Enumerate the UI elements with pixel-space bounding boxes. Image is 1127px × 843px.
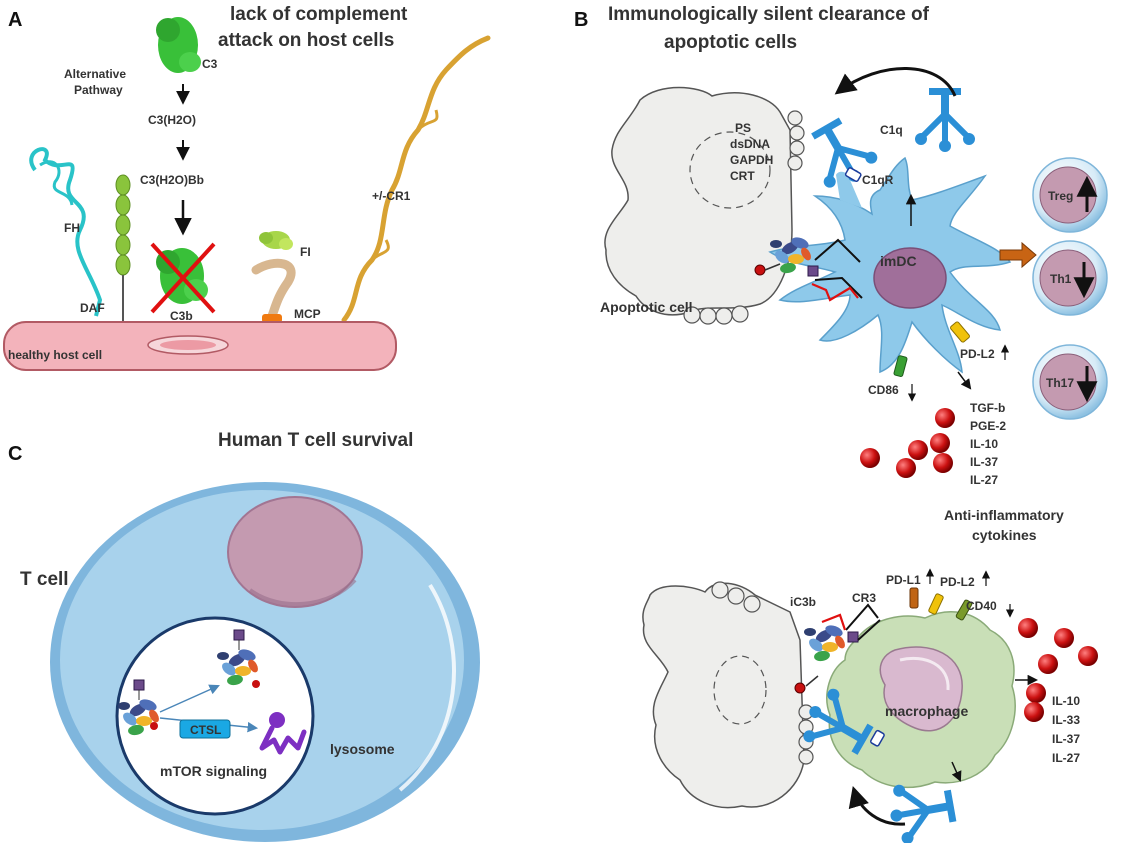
th17-cell: Th17 xyxy=(1032,344,1108,420)
ctsl-badge xyxy=(179,719,231,739)
panel-b-title-line2: apoptotic cells xyxy=(664,32,797,53)
cr3-label: CR3 xyxy=(852,591,876,605)
ic3b-label: iC3b xyxy=(790,595,816,609)
cytokine-il37-2: IL-37 xyxy=(1052,732,1080,746)
fh-label: FH xyxy=(64,221,80,235)
c1q-label: C1q xyxy=(880,123,903,137)
mcp-label: MCP xyxy=(294,307,321,321)
cr1-label: +/-CR1 xyxy=(372,189,411,203)
c1q-free-icon xyxy=(915,88,975,152)
panel-b: B Immunologically silent clearance of ap… xyxy=(574,4,1108,543)
panel-a: A lack of complement attack on host cell… xyxy=(3,4,491,371)
imdc-nucleus xyxy=(873,247,947,309)
c1q-recycle-arrow-2 xyxy=(848,785,906,826)
cytokine-tgfb: TGF-b xyxy=(970,401,1005,415)
fi-protein-icon xyxy=(259,231,293,250)
imdc-label: imDC xyxy=(880,253,917,269)
signal-dsdna: dsDNA xyxy=(730,137,770,151)
fi-label: FI xyxy=(300,245,311,259)
host-cell-label: healthy host cell xyxy=(8,348,102,362)
th17-label: Th17 xyxy=(1046,376,1074,390)
anti-inflammatory-line1: Anti-inflammatory xyxy=(944,507,1064,523)
panel-a-letter: A xyxy=(8,9,22,31)
fh-protein-icon xyxy=(29,147,103,317)
panel-a-title-line1: lack of complement xyxy=(230,4,408,25)
lysosome xyxy=(115,616,315,816)
mcp-protein-icon xyxy=(251,258,296,321)
macrophage-label: macrophage xyxy=(885,703,968,719)
treg-label: Treg xyxy=(1048,189,1073,203)
pdl2-label: PD-L2 xyxy=(960,347,995,361)
apoptotic-cell-label: Apoptotic cell xyxy=(600,299,693,315)
c1qr-label: C1qR xyxy=(862,173,894,187)
cd40-marker-icon xyxy=(955,599,973,621)
cytokine-il33: IL-33 xyxy=(1052,713,1080,727)
panel-c-title: Human T cell survival xyxy=(218,430,413,451)
cytokine-il27-2: IL-27 xyxy=(1052,751,1080,765)
apoptotic-cell-2 xyxy=(642,582,805,809)
panel-macrophage: macrophage iC3b CR3 PD-L1 PD-L2 CD40 xyxy=(642,568,1098,843)
mtor-protein-icon xyxy=(259,712,307,755)
pdl2-marker-icon xyxy=(950,321,970,343)
cytokine-il10: IL-10 xyxy=(970,437,998,451)
pdl2-label-2: PD-L2 xyxy=(940,575,975,589)
c1q-recycle-arrow xyxy=(834,67,957,97)
cytokine-il37: IL-37 xyxy=(970,455,998,469)
c3b-label: C3b xyxy=(170,309,193,323)
cd86-label: CD86 xyxy=(868,383,899,397)
c1qr-receptor-icon-2 xyxy=(870,729,885,747)
panel-c: C Human T cell survival T cell lysosome … xyxy=(8,430,480,842)
cd86-marker-icon xyxy=(893,355,908,378)
cd40-label: CD40 xyxy=(966,599,997,613)
c3-protein-icon xyxy=(156,17,201,73)
panel-c-letter: C xyxy=(8,443,22,465)
alternative-pathway-line1: Alternative xyxy=(64,67,126,81)
t-cell-label: T cell xyxy=(20,569,69,590)
th1-cell: Th1 xyxy=(1032,240,1108,316)
pdl1-label: PD-L1 xyxy=(886,573,921,587)
signal-crt: CRT xyxy=(730,169,755,183)
cytokine-molecules-b xyxy=(860,408,955,478)
c3-label: C3 xyxy=(202,57,218,71)
daf-protein-icon xyxy=(115,174,131,325)
panel-a-title-line2: attack on host cells xyxy=(218,30,394,51)
ctsl-label: CTSL xyxy=(190,723,221,737)
panel-b-letter: B xyxy=(574,9,588,31)
lysosome-label: lysosome xyxy=(330,741,395,757)
t-cell-nucleus xyxy=(227,496,363,608)
signal-gapdh: GAPDH xyxy=(730,153,773,167)
c3h2obb-label: C3(H2O)Bb xyxy=(140,173,204,187)
apoptotic-cell xyxy=(604,86,793,316)
mtor-signaling-label: mTOR signaling xyxy=(160,763,267,779)
th1-label: Th1 xyxy=(1050,272,1072,286)
outcome-arrow-icon xyxy=(999,241,1037,269)
ic3b-complex-icon xyxy=(804,623,847,663)
cytokine-il27: IL-27 xyxy=(970,473,998,487)
arrow-to-cytokines xyxy=(957,371,972,390)
pdl1-marker-icon xyxy=(909,587,919,609)
panel-b-title-line1: Immunologically silent clearance of xyxy=(608,4,930,25)
daf-label: DAF xyxy=(80,301,105,315)
c1qr-receptor-icon xyxy=(844,167,862,182)
cr1-protein-icon xyxy=(341,35,491,323)
cytokine-pge2: PGE-2 xyxy=(970,419,1006,433)
c3h2o-label: C3(H2O) xyxy=(148,113,196,127)
anti-inflammatory-line2: cytokines xyxy=(972,527,1037,543)
treg-cell: Treg xyxy=(1032,157,1108,233)
cytokine-il10-2: IL-10 xyxy=(1052,694,1080,708)
signal-ps: PS xyxy=(735,121,751,135)
pdl2-marker-icon-2 xyxy=(928,593,944,615)
apoptotic-blebs xyxy=(683,110,805,325)
alternative-pathway-line2: Pathway xyxy=(74,83,123,97)
cleavage-arrow-up xyxy=(159,684,220,713)
